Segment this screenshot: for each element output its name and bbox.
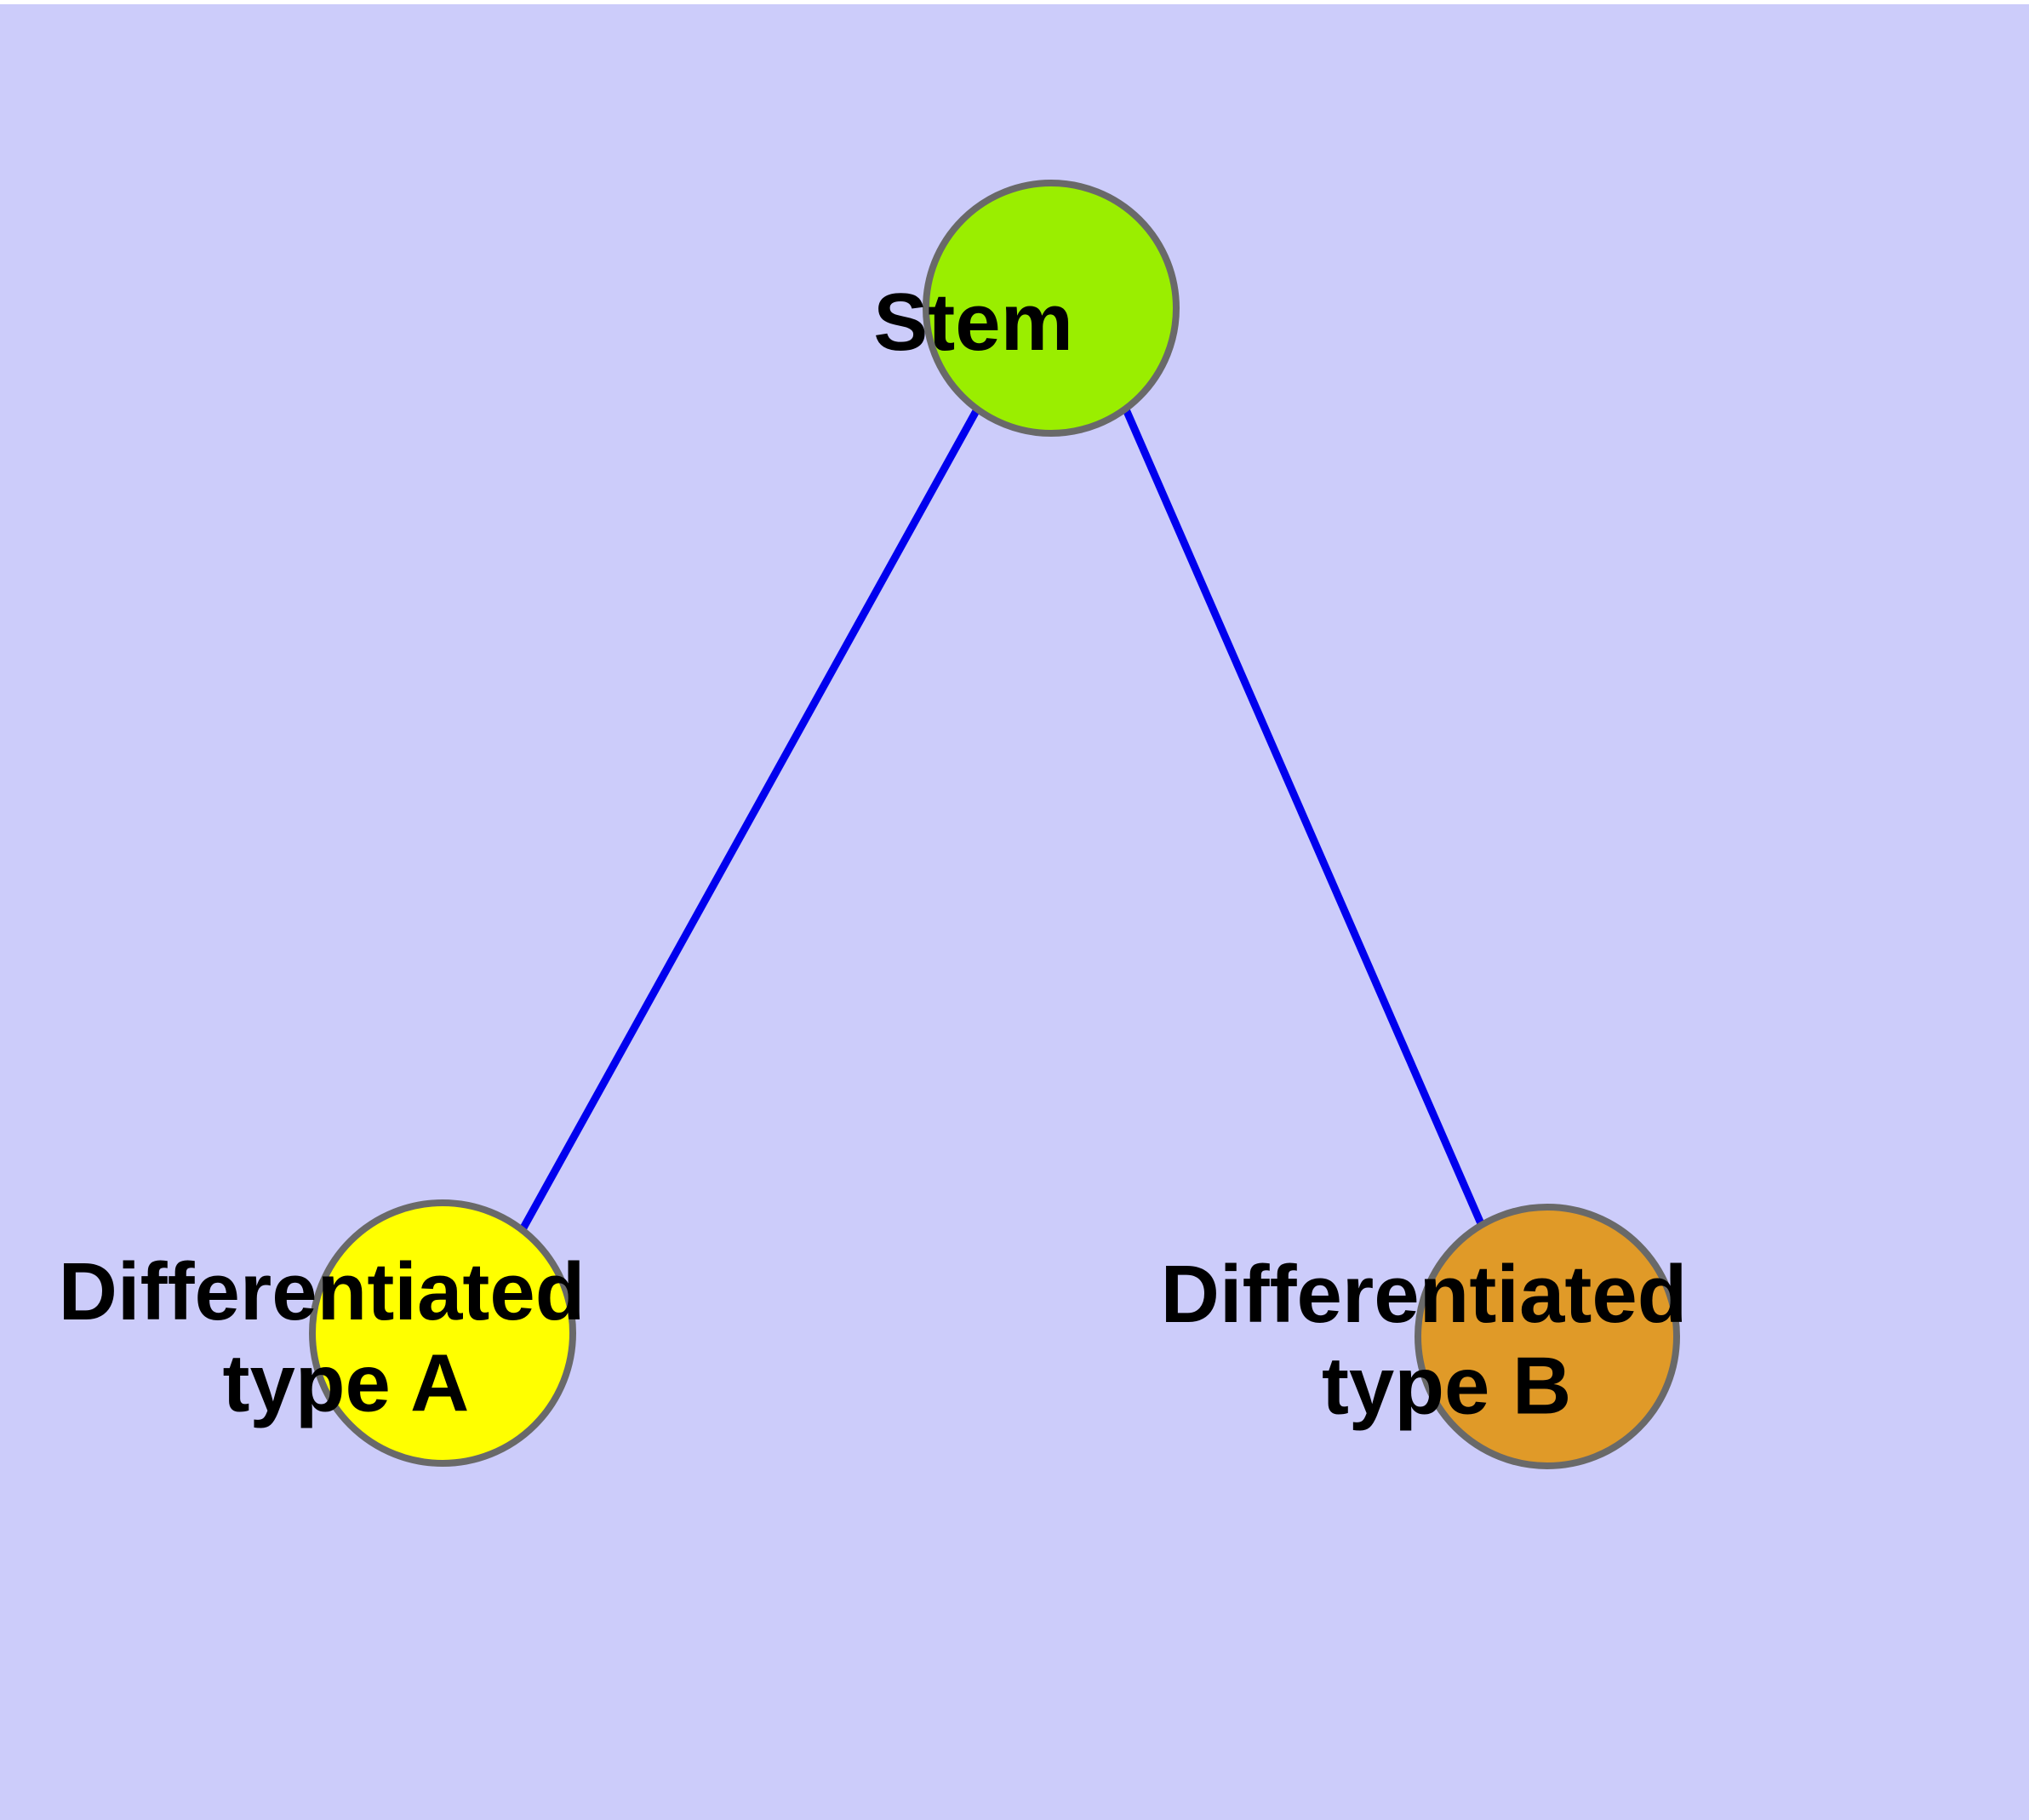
node-label-diff-b: Differentiated type B: [1161, 1249, 1892, 1432]
node-label-diff-b-line-0: Differentiated: [1161, 1249, 1688, 1340]
node-label-stem: Stem: [873, 277, 1232, 368]
node-label-diff-a-line-0: Differentiated: [59, 1246, 586, 1337]
node-label-diff-b-line-1: type B: [1322, 1341, 1571, 1432]
node-label-diff-a-line-1: type A: [223, 1338, 468, 1429]
label-layer: Stem Differentiated type A Differentiate…: [59, 277, 1892, 1432]
node-diff-a[interactable]: [309, 1199, 576, 1467]
edge-stem-diff-b[interactable]: [1122, 408, 1487, 1229]
node-layer: [309, 180, 1680, 1469]
node-stem[interactable]: [923, 180, 1180, 437]
edge-layer: [518, 407, 1487, 1233]
node-diff-b[interactable]: [1415, 1204, 1680, 1469]
node-label-diff-a: Differentiated type A: [59, 1246, 790, 1429]
edge-stem-diff-a[interactable]: [518, 407, 980, 1233]
node-label-stem-line-0: Stem: [873, 277, 1073, 368]
